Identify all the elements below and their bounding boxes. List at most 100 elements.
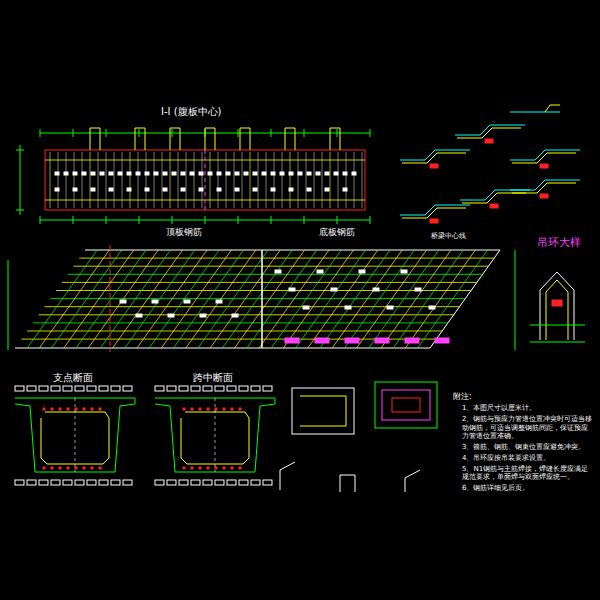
drawing-outline	[205, 128, 215, 150]
drawing-rect	[485, 139, 493, 143]
drawing-rect	[15, 480, 24, 485]
drawing-rect	[275, 270, 281, 273]
drawing-rect	[315, 338, 329, 343]
drawing-rect	[199, 188, 203, 191]
drawing-line	[16, 210, 24, 211]
drawing-rect	[59, 408, 61, 410]
drawing-rect	[203, 480, 212, 485]
drawing-rect	[59, 467, 61, 469]
drawing-rect	[91, 467, 93, 469]
drawing-rect	[280, 172, 284, 175]
drawing-rect	[136, 314, 142, 317]
drawing-rect	[289, 172, 293, 175]
drawing-rect	[184, 300, 190, 303]
drawing-rect	[191, 386, 200, 391]
view-title: I-I (腹板中心)	[160, 106, 282, 119]
drawing-outline	[181, 412, 249, 464]
drawing-rect	[231, 467, 233, 469]
drawing-line	[106, 216, 107, 224]
drawing-rect	[127, 172, 131, 175]
drawing-rect	[73, 172, 77, 175]
drawing-rect	[91, 188, 95, 191]
note-text: 附注:	[452, 392, 494, 402]
drawing-rect	[63, 386, 72, 391]
drawing-rect	[91, 408, 93, 410]
drawing-rect	[163, 188, 167, 191]
drawing-rect	[239, 386, 248, 391]
drawing-rect	[63, 480, 72, 485]
view-title: 跨中断面	[192, 372, 254, 385]
drawing-rect	[303, 306, 309, 309]
drawing-line	[304, 216, 305, 224]
drawing-outline	[170, 128, 180, 150]
drawing-rect	[239, 480, 248, 485]
drawing-outline	[240, 128, 250, 150]
drawing-rect	[191, 480, 200, 485]
drawing-rect	[271, 172, 275, 175]
drawing-rect	[316, 172, 320, 175]
drawing-line	[75, 398, 76, 472]
drawing-line	[271, 129, 272, 137]
drawing-rect	[552, 300, 562, 306]
drawing-rect	[215, 386, 224, 391]
drawing-rect	[155, 386, 164, 391]
drawing-outline	[402, 208, 466, 218]
drawing-rect	[223, 467, 225, 469]
drawing-rect	[172, 172, 176, 175]
drawing-outline	[402, 153, 466, 163]
drawing-line	[418, 250, 488, 348]
drawing-rect	[181, 188, 185, 191]
view-title: 底板钢筋	[318, 227, 380, 238]
drawing-rect	[352, 172, 356, 175]
drawing-rect	[136, 172, 140, 175]
drawing-rect	[55, 188, 59, 191]
drawing-rect	[392, 398, 420, 412]
drawing-line	[73, 129, 74, 137]
drawing-line	[110, 245, 111, 352]
drawing-rect	[99, 386, 108, 391]
drawing-rect	[307, 188, 311, 191]
drawing-rect	[118, 172, 122, 175]
drawing-rect	[231, 408, 233, 410]
drawing-rect	[429, 306, 435, 309]
drawing-rect	[83, 408, 85, 410]
drawing-rect	[540, 194, 548, 198]
drawing-outline	[330, 128, 340, 150]
drawing-line	[106, 129, 107, 137]
drawing-outline	[546, 280, 568, 340]
drawing-line	[530, 325, 585, 326]
drawing-line	[40, 216, 41, 224]
drawing-rect	[334, 172, 338, 175]
view-title: 支点断面	[52, 372, 114, 385]
drawing-line	[172, 129, 173, 137]
drawing-outline	[15, 398, 135, 472]
drawing-rect	[387, 306, 393, 309]
drawing-rect	[83, 467, 85, 469]
drawing-rect	[226, 172, 230, 175]
drawing-rect	[181, 172, 185, 175]
drawing-outline	[155, 398, 275, 472]
drawing-outline	[405, 470, 420, 492]
drawing-rect	[331, 288, 337, 291]
drawing-rect	[127, 188, 131, 191]
drawing-rect	[64, 172, 68, 175]
drawing-outline	[300, 396, 346, 426]
drawing-line	[337, 129, 338, 137]
drawing-outline	[90, 128, 100, 150]
drawing-rect	[262, 172, 266, 175]
drawing-rect	[39, 480, 48, 485]
drawing-rect	[109, 188, 113, 191]
drawing-rect	[163, 172, 167, 175]
drawing-rect	[401, 270, 407, 273]
drawing-outline	[462, 193, 526, 203]
drawing-rect	[120, 300, 126, 303]
drawing-line	[515, 250, 516, 350]
drawing-outline	[280, 462, 295, 490]
drawing-outline	[285, 128, 295, 150]
drawing-line	[40, 129, 41, 137]
drawing-rect	[430, 164, 438, 168]
drawing-rect	[375, 338, 389, 343]
drawing-rect	[67, 467, 69, 469]
drawing-rect	[289, 288, 295, 291]
